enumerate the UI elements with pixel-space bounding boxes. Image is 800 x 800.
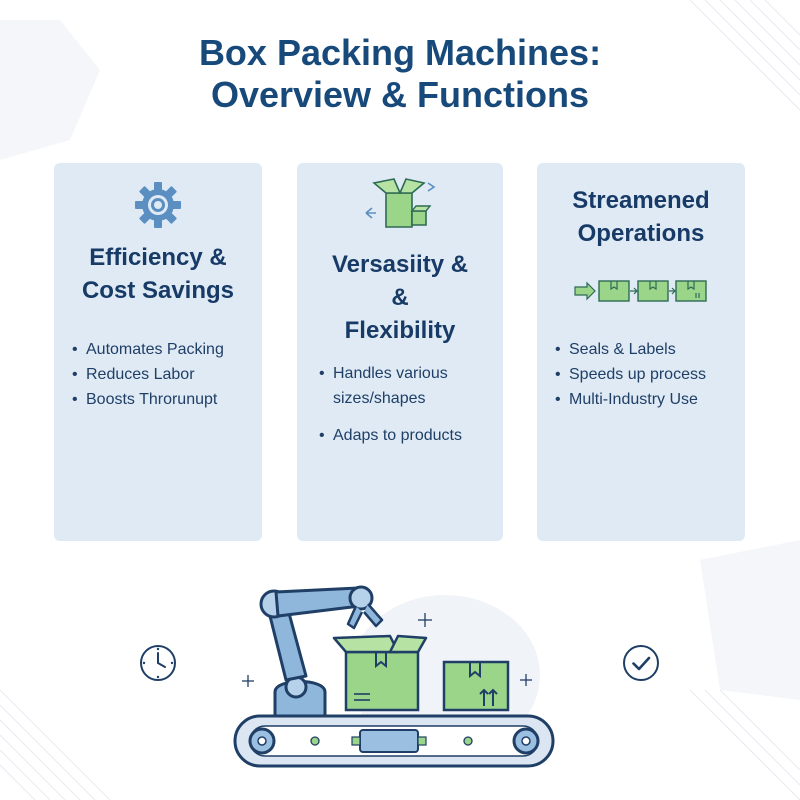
bullet-item: Adaps to products: [319, 423, 497, 448]
card-heading-line: Streamened: [572, 187, 710, 214]
bullet-item: Handles various sizes/shapes: [319, 361, 497, 411]
bullet-item: Multi-Industry Use: [555, 387, 745, 412]
robot-arm-conveyor-illustration: [233, 585, 555, 768]
clock-icon: [140, 645, 176, 681]
card-bullet-list: Automates Packing Reduces Labor Boosts T…: [72, 337, 262, 412]
bullet-item: Boosts Throrunupt: [72, 387, 262, 412]
card-streamlined: Streamened Operations Seals & Labels Spe…: [537, 163, 745, 681]
title-line-1: Box Packing Machines:: [198, 32, 602, 73]
bullet-item: Seals & Labels: [555, 337, 745, 362]
card-versatility: Versasiity & & Flexibility Handles vario…: [297, 163, 503, 681]
bullet-item: Reduces Labor: [72, 362, 262, 387]
card-heading-line: &: [391, 284, 409, 311]
page-title: Box Packing Machines: Overview & Functio…: [0, 32, 800, 116]
title-line-2: Overview & Functions: [210, 74, 590, 115]
card-bullet-list: Seals & Labels Speeds up process Multi-I…: [555, 337, 745, 412]
card-heading: Efficiency & Cost Savings: [54, 241, 262, 307]
card-heading-line: Cost Savings: [81, 277, 235, 304]
card-heading: Versasiity & & Flexibility: [297, 248, 503, 347]
card-heading-line: Flexibility: [344, 317, 456, 344]
bullet-item: Speeds up process: [555, 362, 745, 387]
card-efficiency: Efficiency & Cost Savings Automates Pack…: [54, 163, 262, 681]
card-heading-line: Versasiity &: [331, 251, 469, 278]
card-bullet-list: Handles various sizes/shapes Adaps to pr…: [319, 361, 497, 448]
card-heading: Streamened Operations: [537, 184, 745, 250]
check-icon: [623, 645, 659, 681]
card-heading-line: Operations: [577, 220, 705, 247]
box-flow-icon: [537, 277, 745, 305]
bullet-item: Automates Packing: [72, 337, 262, 362]
gear-icon: [54, 177, 262, 233]
open-box-icon: [297, 175, 503, 235]
card-heading-line: Efficiency &: [89, 244, 227, 271]
